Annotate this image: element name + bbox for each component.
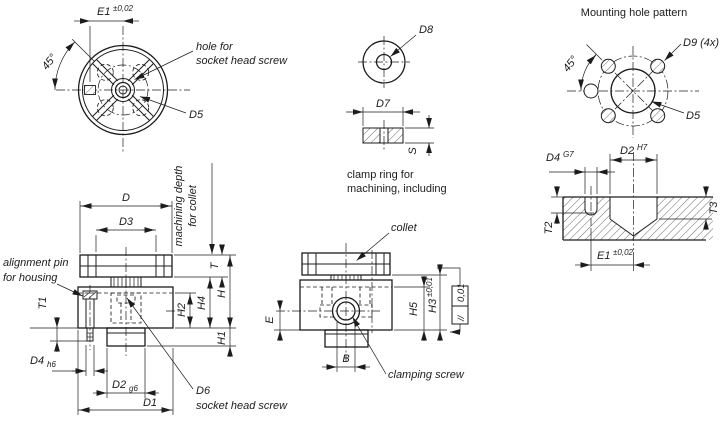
view-front-section: D D3 machining depth for collet T — [3, 163, 288, 415]
note-d6: socket head screw — [196, 400, 288, 412]
dim-t3: T3 — [659, 186, 720, 230]
dim-label-d5: D5 — [686, 110, 701, 122]
view-mounting-pattern: Mounting hole pattern 45° D9 (4x) — [543, 7, 720, 271]
note-clamping-screw: clamping screw — [352, 316, 465, 381]
dim-e: E — [264, 300, 300, 341]
dim-t2: T2 — [543, 186, 594, 234]
dim-t: T — [174, 244, 228, 288]
dim-d8-leader: D8 — [390, 24, 434, 57]
dim-label-h1: H1 — [216, 331, 228, 345]
dim-d7: D7 — [346, 98, 420, 126]
ring-caption: clamp ring for machining, including — [347, 169, 447, 195]
dim-label-t3: T3 — [708, 201, 720, 215]
ring-section — [362, 120, 404, 152]
alignment-pin-hole — [84, 85, 96, 95]
note-machining-depth: machining depth for collet — [173, 163, 236, 256]
dim-label-h: H — [216, 290, 228, 298]
dim-label-d2: D2 — [112, 379, 126, 391]
dim-d5-leader: D5 — [139, 96, 204, 121]
note-hole-line1: hole for — [196, 41, 234, 53]
dim-label-d4: D4 — [30, 355, 44, 367]
caption-line1: clamp ring for — [347, 169, 414, 181]
dim-d: D — [79, 192, 173, 253]
view-side-section: E collet H5 H3 ±0,01 // 0,01 — [264, 222, 469, 381]
dim-h: H — [175, 255, 236, 329]
dim-label-d2-fit: g6 — [129, 384, 138, 393]
dim-h2: H2 — [175, 292, 196, 328]
angle-label-45: 45° — [561, 53, 581, 74]
dim-d9-leader: D9 (4x) — [664, 37, 719, 61]
dim-label-t: T — [209, 261, 221, 269]
dim-label-t2: T2 — [543, 222, 555, 235]
pattern-outline — [583, 55, 669, 127]
dim-label-d: D — [122, 192, 130, 204]
dim-label-h4: H4 — [196, 296, 208, 310]
angle-label-45: 45° — [40, 51, 60, 72]
note-depth-line1: machining depth — [173, 166, 185, 247]
dim-label-h2: H2 — [176, 303, 188, 317]
note-collet-label: collet — [391, 222, 418, 234]
note-clamping-screw-label: clamping screw — [388, 369, 465, 381]
dim-d6-leader: D6 socket head screw — [126, 297, 288, 412]
dim-label-d9: D9 (4x) — [683, 37, 719, 49]
note-alignment-pin: alignment pin for housing — [3, 257, 83, 297]
note-pin-line2: for housing — [3, 272, 58, 284]
dim-h1: H1 — [147, 328, 236, 357]
dim-d2-h7: D2 H7 — [609, 143, 658, 194]
dim-d3: D3 — [95, 216, 157, 252]
dim-e1: E1 ±0,02 — [74, 4, 139, 82]
dim-label-d1: D1 — [143, 397, 157, 409]
caption-line2: machining, including — [347, 183, 447, 195]
dim-label-d4: D4 — [546, 152, 560, 164]
dim-label-h3-tol: ±0,01 — [425, 277, 434, 297]
dim-label-h5: H5 — [408, 301, 420, 316]
dim-h3: H3 ±0,01 — [392, 264, 447, 341]
dim-label-s: S — [407, 147, 419, 155]
body-outline — [276, 243, 393, 362]
dim-t1: T1 — [37, 297, 93, 352]
dim-d4-h6: D4 h6 — [30, 345, 108, 376]
dim-d2-g6: D2 g6 — [93, 348, 159, 398]
view-front-circular: E1 ±0,02 45° hole for socket head screw … — [40, 4, 288, 152]
dim-label-d7: D7 — [376, 98, 391, 110]
dim-d4-g7: D4 G7 — [546, 150, 615, 194]
dim-label-d2-fit: H7 — [637, 143, 648, 152]
view-clamp-ring: D8 D7 S clamp ring for machinin — [346, 24, 447, 195]
note-collet: collet — [356, 222, 418, 261]
dim-label-e1: E1 — [597, 250, 610, 262]
dim-b: B — [322, 322, 370, 372]
parallelism-tolerance-frame: // 0,01 — [437, 267, 469, 335]
dim-label-b: B — [342, 353, 349, 365]
dim-label-d3: D3 — [119, 216, 134, 228]
note-pin-line1: alignment pin — [3, 257, 68, 269]
dim-label-d2: D2 — [620, 145, 634, 157]
dim-h4: H4 — [196, 277, 213, 328]
dim-label-d4-fit: h6 — [47, 360, 56, 369]
dim-label-e1-tol: ±0,02 — [113, 4, 134, 13]
dim-label-t1: T1 — [37, 297, 49, 310]
dim-label-d5: D5 — [189, 109, 204, 121]
dim-label-d4-fit: G7 — [563, 150, 574, 159]
dim-label-h3: H3 — [427, 298, 439, 313]
parallelism-value: 0,01 — [456, 284, 467, 303]
dim-label-e1: E1 — [97, 6, 110, 18]
note-hole-for-screw: hole for socket head screw — [134, 41, 288, 80]
dim-label-e1-tol: ±0,02 — [613, 248, 634, 257]
ring-top-view — [358, 36, 410, 88]
dim-label-d8: D8 — [419, 24, 434, 36]
dim-d1: D1 — [77, 330, 174, 415]
mounting-section — [562, 152, 713, 250]
dim-e1-section: E1 ±0,02 — [575, 228, 650, 271]
dim-d5-leader: D5 — [651, 101, 701, 122]
dim-h5: H5 — [394, 276, 430, 341]
note-depth-line2: for collet — [187, 184, 199, 227]
body-outline — [30, 247, 181, 356]
note-hole-line2: socket head screw — [196, 55, 288, 67]
dim-label-d6: D6 — [196, 385, 211, 397]
dim-s: S — [405, 115, 434, 156]
parallelism-symbol: // — [456, 314, 467, 322]
dim-label-e: E — [264, 316, 276, 324]
view-title: Mounting hole pattern — [581, 7, 687, 19]
